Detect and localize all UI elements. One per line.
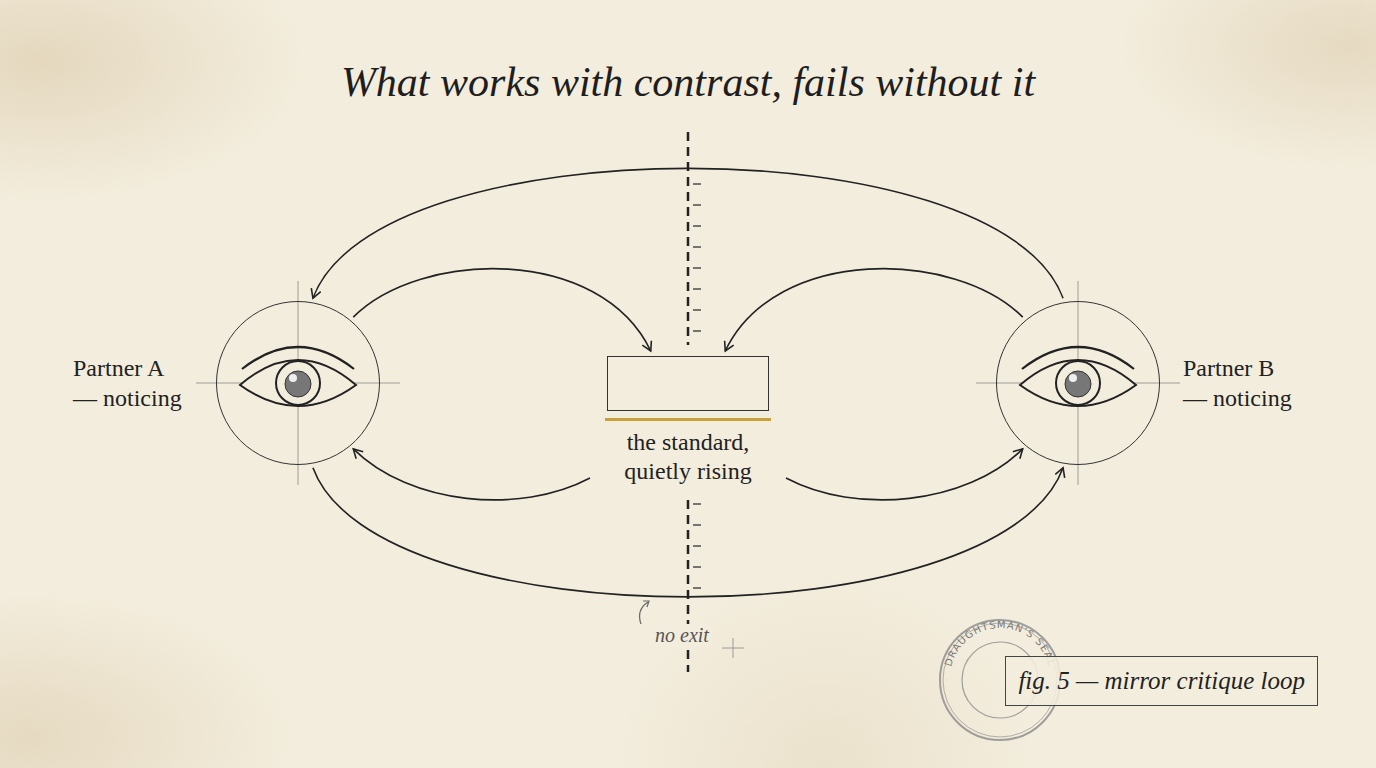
partner-label: Partner A — noticing xyxy=(73,353,191,413)
eye-symbol xyxy=(240,347,356,406)
eye-circle: Partner B — noticing xyxy=(996,301,1160,465)
loop-arrow xyxy=(353,449,590,500)
axis-line xyxy=(687,132,690,672)
crosshairs xyxy=(196,281,1180,658)
pointer-arrow xyxy=(640,602,648,624)
partner-label: Partner B — noticing xyxy=(1183,353,1301,413)
gold-underline xyxy=(605,418,771,421)
loop-arrow xyxy=(725,269,1022,351)
note-label: no exit xyxy=(652,624,712,647)
eye-circle: Partner A — noticing xyxy=(216,301,380,465)
loop-arrow xyxy=(313,468,1063,597)
loop-arrow xyxy=(313,168,1063,298)
standard-label: the standard, quietly rising xyxy=(602,428,774,486)
diagram-title: What works with contrast, fails without … xyxy=(0,58,1376,106)
tick-marks xyxy=(693,184,701,588)
eye-symbol xyxy=(1020,347,1136,406)
loop-arrow xyxy=(353,269,650,351)
standard-box: the standard, quietly rising xyxy=(607,356,769,411)
loop-arrow xyxy=(786,449,1023,500)
pointer-head xyxy=(643,601,649,607)
figure-caption: fig. 5 — mirror critique loop xyxy=(1005,656,1318,706)
